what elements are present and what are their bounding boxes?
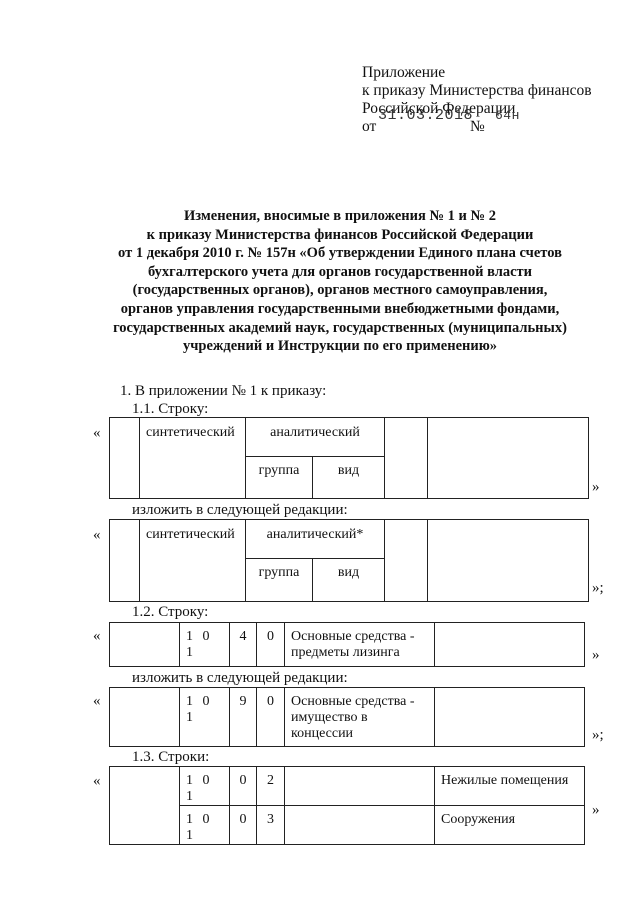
close-quote: » [592, 802, 600, 818]
account-code: 1 0 1 [179, 687, 230, 747]
col-kind: вид [312, 558, 385, 602]
col-analytic: аналитический [245, 417, 385, 457]
header-line1: Приложение [362, 64, 446, 81]
order-date: 31.03.2018 [378, 107, 474, 124]
close-quote: » [592, 479, 600, 495]
account-name: Нежилые помещения [434, 766, 585, 806]
close-quote: »; [592, 727, 604, 743]
close-quote: » [592, 647, 600, 663]
code-digit: 0 [256, 622, 285, 667]
code-digit: 3 [256, 805, 285, 845]
title-line: учреждений и Инструкции по его применени… [182, 338, 498, 355]
code-digit: 0 [229, 805, 257, 845]
open-quote: « [93, 773, 101, 789]
table-row-concession: 1 0 1 9 0 Основные средства - имущество … [109, 687, 585, 747]
code-digit: 4 [229, 622, 257, 667]
open-quote: « [93, 425, 101, 441]
account-code: 1 0 1 [179, 805, 230, 845]
title-line: от 1 декабря 2010 г. № 157н «Об утвержде… [118, 245, 562, 262]
col-analytic: аналитический* [245, 519, 385, 559]
table-rows-buildings: 1 0 1 0 2 Нежилые помещения 1 0 1 0 3 Со… [109, 766, 585, 845]
header-line2: к приказу Министерства финансов [362, 82, 592, 99]
title-line: бухгалтерского учета для органов государ… [147, 263, 533, 280]
table-row-leasing: 1 0 1 4 0 Основные средства - предметы л… [109, 622, 585, 667]
date-prefix: от [362, 118, 377, 135]
title-line: государственных академий наук, государст… [113, 319, 567, 336]
code-digit: 0 [256, 687, 285, 747]
title-line: Изменения, вносимые в приложения № 1 и №… [184, 208, 496, 224]
order-number: 64н [495, 108, 520, 123]
section-1-3-heading: 1.3. Строки: [132, 749, 210, 765]
number-sign: № [470, 118, 485, 135]
code-digit: 0 [229, 766, 257, 806]
open-quote: « [93, 693, 101, 709]
replace-instruction: изложить в следующей редакции: [132, 502, 348, 518]
col-group: группа [245, 558, 313, 602]
title-line: к приказу Министерства финансов Российск… [146, 226, 534, 243]
col-group: группа [245, 456, 313, 499]
account-name: Основные средства - имущество в концесси… [284, 687, 435, 747]
open-quote: « [93, 527, 101, 543]
open-quote: « [93, 628, 101, 644]
account-name: Сооружения [434, 805, 585, 845]
header-line3: Российской Федерации [362, 100, 516, 117]
replace-instruction: изложить в следующей редакции: [132, 670, 348, 686]
title-line: органов управления государственными внеб… [120, 300, 560, 317]
title-line: (государственных органов), органов местн… [132, 282, 548, 299]
table-row-new-header: синтетический аналитический* группа вид [109, 519, 589, 602]
table-row-original-header: синтетический аналитический группа вид [109, 417, 589, 499]
close-quote: »; [592, 580, 604, 596]
account-code: 1 0 1 [179, 766, 230, 806]
account-code: 1 0 1 [179, 622, 230, 667]
document-title: Изменения, вносимые в приложения № 1 и №… [40, 207, 640, 356]
col-synthetic: синтетический [139, 519, 246, 602]
section-1-2-heading: 1.2. Строку: [132, 604, 209, 620]
col-synthetic: синтетический [139, 417, 246, 499]
code-digit: 9 [229, 687, 257, 747]
code-digit: 2 [256, 766, 285, 806]
section-1-heading: 1. В приложении № 1 к приказу: [120, 383, 327, 399]
account-name: Основные средства - предметы лизинга [284, 622, 435, 667]
col-kind: вид [312, 456, 385, 499]
section-1-1-heading: 1.1. Строку: [132, 401, 209, 417]
